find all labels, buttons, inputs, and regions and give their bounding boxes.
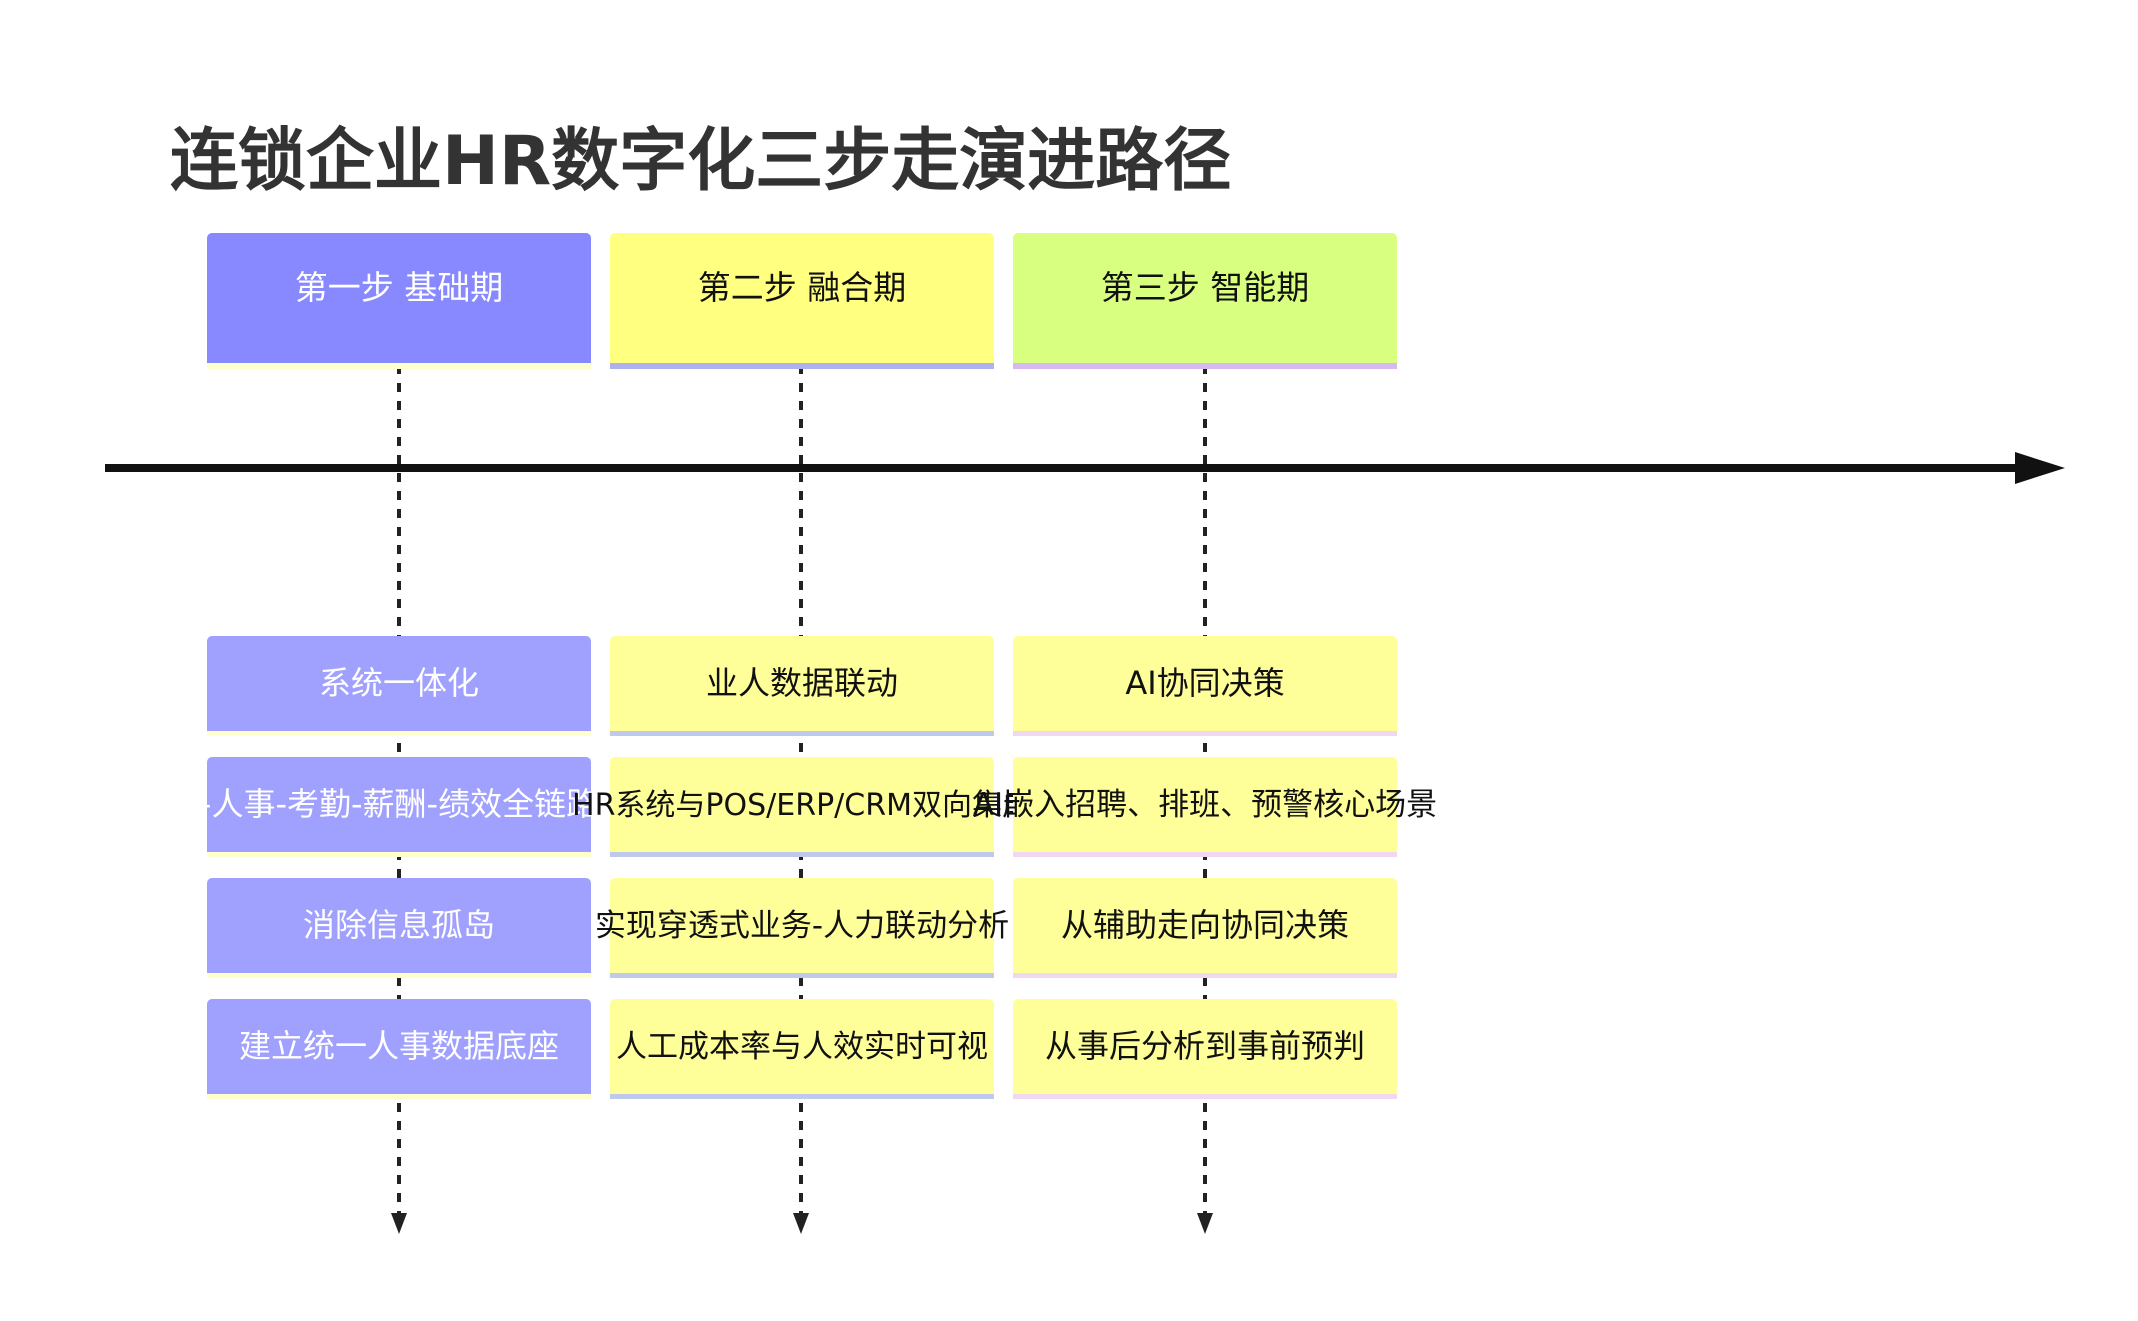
phase2-item-4: 人工成本率与人效实时可视 (610, 999, 994, 1099)
phase3-item-1: AI协同决策 (1013, 636, 1397, 736)
phase3-header-label: 第三步 智能期 (1100, 268, 1310, 307)
phase1-connector-arrowhead (391, 1213, 407, 1234)
timeline-axis-arrowhead (2015, 452, 2065, 484)
phase2-item-1: 业人数据联动 (610, 636, 994, 736)
phase2-item-2: HR系统与POS/ERP/CRM双向集成 (572, 757, 1032, 857)
phase1-item-3: 消除信息孤岛 (207, 878, 591, 978)
phase1-header-label: 第一步 基础期 (294, 268, 504, 307)
phase3-item-4: 从事后分析到事前预判 (1013, 999, 1397, 1099)
phase3-item-3: 从辅助走向协同决策 (1013, 878, 1397, 978)
phase3-header: 第三步 智能期 (1013, 233, 1397, 369)
phase3-item-2: AI嵌入招聘、排班、预警核心场景 (973, 757, 1437, 857)
phase1-item-4: 建立统一人事数据底座 (207, 999, 591, 1099)
phase2-header-label: 第二步 融合期 (697, 268, 907, 307)
phase1-header: 第一步 基础期 (207, 233, 591, 369)
phase1-item-2: 组织-人事-考勤-薪酬-绩效全链路打通 (207, 757, 591, 857)
phase2-connector-arrowhead (793, 1213, 809, 1234)
page-title: 连锁企业HR数字化三步走演进路径 (170, 122, 1232, 201)
phase3-connector-arrowhead (1197, 1213, 1213, 1234)
phase2-item-3: 实现穿透式业务-人力联动分析 (595, 878, 1009, 978)
phase2-header: 第二步 融合期 (610, 233, 994, 369)
phase1-item-1: 系统一体化 (207, 636, 591, 736)
